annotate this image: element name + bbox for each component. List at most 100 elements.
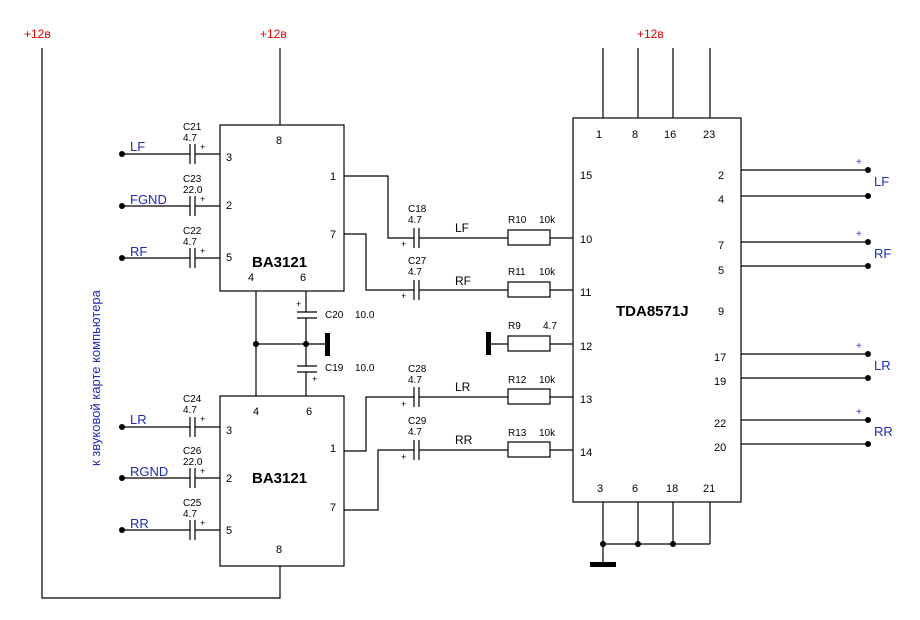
r10-ref: R10 [508, 215, 527, 226]
input-label-rf: RF [130, 244, 147, 259]
svg-text:+: + [200, 246, 205, 256]
u3-pin-18: 18 [666, 483, 678, 495]
r9-value: 4.7 [543, 321, 557, 332]
u1-pin-6: 6 [300, 272, 306, 284]
svg-text:+: + [401, 452, 406, 462]
c18-ref: C18 [408, 204, 427, 215]
svg-text:+: + [856, 341, 862, 352]
u3-pin-8: 8 [632, 129, 638, 141]
junction-gnd-1 [600, 541, 606, 547]
u1-pin-7: 7 [330, 229, 336, 241]
c22-ref: C22 [183, 226, 202, 237]
resistor-r13 [507, 441, 551, 458]
power-label-right: +12в [637, 27, 664, 41]
u3-pin-7: 7 [718, 240, 724, 252]
u2-pin-1: 1 [330, 443, 336, 455]
u3-pin-10: 10 [580, 234, 592, 246]
c21-ref: C21 [183, 122, 202, 133]
power-label-middle: +12в [260, 27, 287, 41]
c25-ref: C25 [183, 498, 202, 509]
svg-text:+: + [296, 299, 301, 309]
c29-value: 4.7 [408, 427, 422, 438]
resistor-r10 [507, 229, 551, 246]
u1-pin-8: 8 [276, 135, 282, 147]
input-label-lf: LF [130, 139, 145, 154]
c29-ref: C29 [408, 416, 427, 427]
c24-ref: C24 [183, 394, 202, 405]
output-lf-plus-node [865, 167, 871, 173]
input-label-rr: RR [130, 516, 149, 531]
u1-pin-5: 5 [226, 252, 232, 264]
resistor-r11 [507, 281, 551, 298]
u1-pin-3: 3 [226, 152, 232, 164]
c24-value: 4.7 [183, 405, 197, 416]
u3-pin-21: 21 [703, 483, 715, 495]
u2-pin-3: 3 [226, 425, 232, 437]
u2-pin-8: 8 [276, 544, 282, 556]
u3-pin-5: 5 [718, 265, 724, 277]
mid-label-rr: RR [455, 433, 473, 447]
output-label-rf: RF [874, 246, 891, 261]
c28-ref: C28 [408, 364, 427, 375]
chip-u2 [219, 395, 345, 567]
chip-u1-name: BA3121 [252, 254, 307, 271]
output-rf-minus-node [865, 263, 871, 269]
u3-pin-11: 11 [580, 287, 591, 299]
c22-value: 4.7 [183, 237, 197, 248]
c18-value: 4.7 [408, 215, 422, 226]
c19-ref: C19 [325, 363, 344, 374]
c26-ref: C26 [183, 446, 202, 457]
output-lr-plus-node [865, 351, 871, 357]
u3-pin-13: 13 [580, 394, 592, 406]
u3-pin-14: 14 [580, 447, 592, 459]
u3-pin-16: 16 [664, 129, 676, 141]
chip-u3-name: TDA8571J [616, 303, 689, 320]
c19-value: 10.0 [355, 363, 375, 374]
u3-pin-3: 3 [597, 483, 603, 495]
u2-pin-2: 2 [226, 473, 232, 485]
c27-value: 4.7 [408, 267, 422, 278]
svg-text:+: + [856, 229, 862, 240]
output-label-lr: LR [874, 358, 891, 373]
svg-text:+: + [312, 374, 317, 384]
ground-center [325, 333, 330, 356]
u3-pin-22: 22 [714, 418, 726, 430]
resistor-r9 [507, 335, 551, 352]
output-label-lf: LF [874, 174, 889, 189]
r10-value: 10k [539, 215, 556, 226]
u3-pin-1: 1 [596, 129, 602, 141]
u3-pin-2: 2 [718, 170, 724, 182]
junction-center-left [253, 341, 259, 347]
c23-value: 22.0 [183, 185, 203, 196]
r11-ref: R11 [508, 267, 526, 278]
c27-ref: C27 [408, 256, 427, 267]
u3-pin-19: 19 [714, 376, 726, 388]
r12-value: 10k [539, 375, 556, 386]
input-label-lr: LR [130, 412, 147, 427]
output-label-rr: RR [874, 424, 893, 439]
u1-pin-1: 1 [330, 171, 336, 183]
c25-value: 4.7 [183, 509, 197, 520]
u3-pin-9: 9 [718, 306, 724, 318]
u2-pin-4: 4 [253, 406, 259, 418]
c23-ref: C23 [183, 174, 202, 185]
mid-label-lf: LF [455, 221, 469, 235]
output-rr-minus-node [865, 441, 871, 447]
chip-u3 [572, 117, 742, 503]
mid-label-lr: LR [455, 380, 471, 394]
output-lr-minus-node [865, 375, 871, 381]
c28-value: 4.7 [408, 375, 422, 386]
svg-text:+: + [856, 157, 862, 168]
u3-pin-17: 17 [714, 352, 726, 364]
r9-ref: R9 [508, 321, 521, 332]
input-label-fgnd: FGND [130, 192, 167, 207]
svg-text:+: + [200, 466, 205, 476]
r12-ref: R12 [508, 375, 527, 386]
chip-u2-name: BA3121 [252, 470, 307, 487]
r13-value: 10k [539, 428, 556, 439]
output-lf-minus-node [865, 193, 871, 199]
power-rail-left [41, 48, 281, 599]
u3-pin-15: 15 [580, 170, 592, 182]
svg-text:+: + [200, 414, 205, 424]
